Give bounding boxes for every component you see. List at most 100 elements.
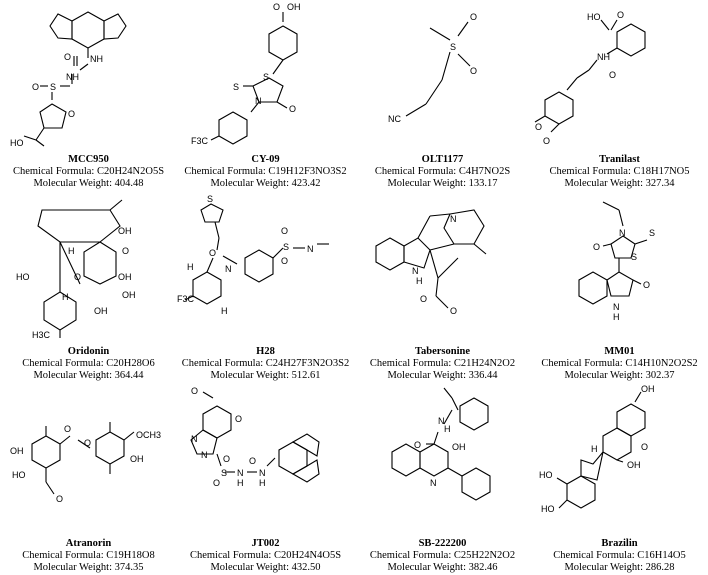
atom-label: N bbox=[307, 244, 314, 254]
atom-label: H bbox=[416, 276, 423, 286]
compound-name: H28 bbox=[256, 346, 275, 357]
atom-label: S bbox=[233, 82, 239, 92]
atom-label: HO bbox=[539, 470, 553, 480]
compound-name: SB-222200 bbox=[418, 538, 467, 549]
atom-label: N bbox=[450, 214, 457, 224]
compound-name: Brazilin bbox=[601, 538, 638, 549]
atom-label: H bbox=[221, 306, 228, 316]
atom-label: S bbox=[207, 194, 213, 204]
compound-caption: SB-222200 Chemical Formula: C25H22N2O2 M… bbox=[354, 538, 531, 574]
atom-label: S bbox=[649, 228, 655, 238]
molecular-weight: Molecular Weight: 512.61 bbox=[210, 370, 321, 381]
compound-card-cy-09: OH O S S N O F3C CY-09 Chemical Formula:… bbox=[177, 0, 354, 192]
atom-label: H bbox=[237, 478, 244, 488]
atom-label: N bbox=[412, 266, 419, 276]
atom-label: O bbox=[32, 82, 39, 92]
molecular-weight: Molecular Weight: 133.17 bbox=[387, 178, 498, 189]
compound-caption: H28 Chemical Formula: C24H27F3N2O3S2 Mol… bbox=[177, 346, 354, 382]
atom-label: O bbox=[64, 52, 71, 62]
atom-label: O bbox=[414, 440, 421, 450]
atom-label: HO bbox=[541, 504, 555, 514]
compound-caption: JT002 Chemical Formula: C20H24N4O5S Mole… bbox=[177, 538, 354, 574]
compound-caption: MCC950 Chemical Formula: C20H24N2O5S Mol… bbox=[0, 154, 177, 190]
structure-mm01: N S O S N H O bbox=[531, 192, 708, 342]
chemical-formula: Chemical Formula: C4H7NO2S bbox=[374, 166, 511, 177]
atom-label: NH bbox=[90, 54, 103, 64]
compound-card-oridonin: H OH O O OH HO OH H H3C OH Oridonin Chem… bbox=[0, 192, 177, 382]
atom-label: NH bbox=[597, 52, 610, 62]
atom-label: N bbox=[613, 302, 620, 312]
structure-brazilin: OH H O OH HO HO bbox=[531, 382, 708, 534]
atom-label: O bbox=[617, 10, 624, 20]
compound-card-h28: S O O S N H O N F3C H H28 Chemical Formu… bbox=[177, 192, 354, 382]
atom-label: O bbox=[470, 66, 477, 76]
compound-card-tabersonine: N N H O O Tabersonine Chemical Formula: … bbox=[354, 192, 531, 382]
atom-label: O bbox=[213, 478, 220, 488]
atom-label: S bbox=[263, 72, 269, 82]
atom-label: HO bbox=[16, 272, 30, 282]
chemical-formula: Chemical Formula: C21H24N2O2 bbox=[369, 358, 516, 369]
atom-label: O bbox=[64, 424, 71, 434]
atom-label: O bbox=[281, 256, 288, 266]
compound-card-atranorin: O O OCH3 OH HO OH O Atranorin Chemical F… bbox=[0, 382, 177, 575]
structure-h28: S O O S N H O N F3C H bbox=[177, 192, 354, 342]
atom-label: F3C bbox=[177, 294, 195, 304]
molecular-weight: Molecular Weight: 336.44 bbox=[387, 370, 498, 381]
atom-label: O bbox=[593, 242, 600, 252]
chemical-formula: Chemical Formula: C14H10N2O2S2 bbox=[541, 358, 698, 369]
atom-label: O bbox=[535, 122, 542, 132]
atom-label: N bbox=[430, 478, 437, 488]
compound-card-tranilast: HO O NH O O O Tranilast Chemical Formula… bbox=[531, 0, 708, 192]
molecular-weight: Molecular Weight: 286.28 bbox=[564, 562, 675, 573]
structure-olt1177: O S O NC bbox=[354, 0, 531, 148]
compound-caption: Oridonin Chemical Formula: C20H28O6 Mole… bbox=[0, 346, 177, 382]
atom-label: O bbox=[191, 386, 198, 396]
molecular-weight: Molecular Weight: 382.46 bbox=[387, 562, 498, 573]
atom-label: O bbox=[643, 280, 650, 290]
compound-name: Tabersonine bbox=[414, 346, 471, 357]
atom-label: OH bbox=[452, 442, 466, 452]
chemical-formula: Chemical Formula: C25H22N2O2 bbox=[369, 550, 516, 561]
atom-label: O bbox=[209, 248, 216, 258]
atom-label: O bbox=[122, 246, 129, 256]
compound-card-brazilin: OH H O OH HO HO Brazilin Chemical Formul… bbox=[531, 382, 708, 575]
chemical-formula: Chemical Formula: C18H17NO5 bbox=[549, 166, 690, 177]
atom-label: O bbox=[281, 226, 288, 236]
chemical-formula: Chemical Formula: C20H28O6 bbox=[22, 358, 155, 369]
atom-label: O bbox=[249, 456, 256, 466]
chemical-formula: Chemical Formula: C19H12F3NO3S2 bbox=[184, 166, 347, 177]
atom-label: OH bbox=[627, 460, 641, 470]
chemical-formula: Chemical Formula: C20H24N2O5S bbox=[12, 166, 165, 177]
compound-card-mm01: N S O S N H O MM01 Chemical Formula: C14… bbox=[531, 192, 708, 382]
atom-label: OH bbox=[122, 290, 136, 300]
molecular-weight: Molecular Weight: 364.44 bbox=[33, 370, 144, 381]
compound-card-sb-222200: O H N OH N SB-222200 Chemical Formula: C… bbox=[354, 382, 531, 575]
atom-label: N bbox=[191, 434, 198, 444]
compound-name: Atranorin bbox=[65, 538, 112, 549]
molecular-weight: Molecular Weight: 423.42 bbox=[210, 178, 321, 189]
atom-label: O bbox=[74, 272, 81, 282]
compound-name: Oridonin bbox=[67, 346, 110, 357]
structure-tabersonine: N N H O O bbox=[354, 192, 531, 342]
atom-label: O bbox=[56, 494, 63, 504]
molecular-weight: Molecular Weight: 432.50 bbox=[210, 562, 321, 573]
chemical-formula: Chemical Formula: C20H24N4O5S bbox=[189, 550, 342, 561]
atom-label: O bbox=[84, 438, 91, 448]
atom-label: H bbox=[187, 262, 194, 272]
atom-label: H bbox=[259, 478, 266, 488]
atom-label: OH bbox=[118, 226, 132, 236]
atom-label: OH bbox=[94, 306, 108, 316]
atom-label: N bbox=[619, 228, 626, 238]
compound-name: MM01 bbox=[604, 346, 635, 357]
atom-label: O bbox=[420, 294, 427, 304]
atom-label: O bbox=[450, 306, 457, 316]
atom-label: O bbox=[235, 414, 242, 424]
molecular-weight: Molecular Weight: 374.35 bbox=[33, 562, 144, 573]
atom-label: N bbox=[237, 468, 244, 478]
atom-label: O bbox=[68, 109, 75, 119]
compound-caption: OLT1177 Chemical Formula: C4H7NO2S Molec… bbox=[354, 154, 531, 190]
atom-label: H bbox=[613, 312, 620, 322]
atom-label: OH bbox=[641, 384, 655, 394]
atom-label: O bbox=[609, 70, 616, 80]
